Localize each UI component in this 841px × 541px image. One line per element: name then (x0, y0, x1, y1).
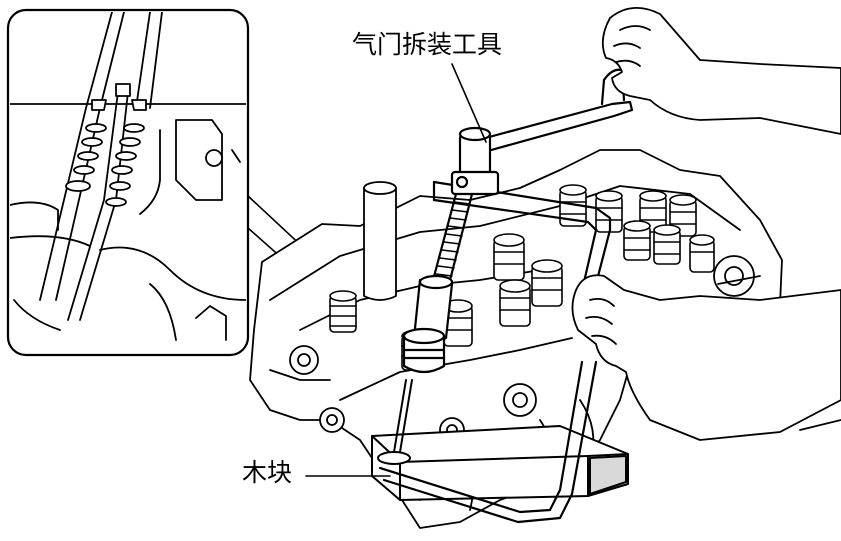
wood-block-label: 木块 (242, 458, 293, 487)
hand-icon (601, 7, 841, 135)
valve-spring-detail-icon (6, 8, 250, 357)
wood-block-icon (371, 379, 629, 501)
hand-icon (571, 274, 841, 441)
valve-tool-leader (451, 63, 487, 143)
valve-spring-compressor-icon (378, 68, 634, 524)
valve-tool-label: 气门拆装工具 (352, 30, 503, 59)
valve-guide-sleeve (363, 181, 397, 301)
